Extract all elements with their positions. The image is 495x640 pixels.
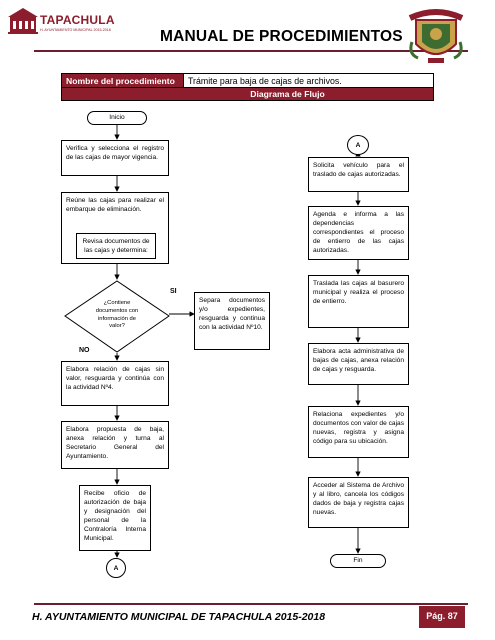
footer-divider [34, 603, 468, 605]
logo-subtext: H. AYUNTAMIENTO MUNICIPAL 2015-2018 [40, 28, 111, 32]
step-list-boxes-no-value: Elabora relación de cajas sin valor, res… [61, 361, 169, 406]
procedure-name-value: Trámite para baja de cajas de archivos. [188, 76, 342, 86]
start-terminal: Inicio [87, 111, 147, 125]
yes-label: SI [170, 288, 177, 295]
step-update-system: Acceder al Sistema de Archivo y al libro… [308, 477, 409, 528]
municipal-palace-icon [8, 8, 38, 34]
page-number: Pág. 87 [419, 606, 465, 628]
procedure-name-label: Nombre del procedimiento [62, 74, 184, 88]
step-request-vehicle: Solicita vehículo para el traslado de ca… [308, 157, 409, 192]
step-schedule-burial: Agenda e informa a las dependencias corr… [308, 206, 409, 260]
step-register-files: Relaciona expedientes y/o documentos con… [308, 406, 409, 458]
procedure-header-table: Nombre del procedimiento Trámite para ba… [61, 73, 434, 101]
step-draft-proposal: Elabora propuesta de baja, anexa relació… [61, 421, 169, 469]
logo-text: TAPACHULA [40, 13, 115, 27]
step-transport-boxes: Traslada las cajas al basurero municipal… [308, 275, 409, 328]
step-review-documents: Revisa documentos de las cajas y determi… [76, 233, 156, 259]
step-gather-boxes: Reúne las cajas para realizar el embarqu… [61, 192, 169, 264]
step-gather-boxes-text: Reúne las cajas para realizar el embarqu… [66, 197, 164, 214]
municipal-seal-icon [404, 4, 468, 68]
page-title: MANUAL DE PROCEDIMIENTOS [160, 28, 403, 45]
header-divider [34, 50, 468, 52]
diagram-title: Diagrama de Flujo [62, 87, 433, 100]
connector-a-top: A [347, 135, 369, 155]
step-receive-authorization: Recibe oficio de autorización de baja y … [79, 485, 151, 551]
decision-diamond [64, 280, 170, 353]
footer-text: H. AYUNTAMIENTO MUNICIPAL DE TAPACHULA 2… [32, 611, 326, 623]
step-separate-documents: Separa documentos y/o expedientes, resgu… [194, 292, 270, 350]
no-label: NO [79, 347, 90, 354]
step-verify-registry: Verifica y selecciona el registro de las… [61, 140, 169, 176]
end-terminal: Fin [330, 554, 386, 568]
decision-question: ¿Contiene documentos con información de … [95, 300, 139, 330]
connector-a-bottom: A [106, 558, 126, 578]
step-draft-minutes: Elabora acta administrativa de bajas de … [308, 343, 409, 385]
tapachula-logo: TAPACHULA H. AYUNTAMIENTO MUNICIPAL 2015… [8, 6, 120, 46]
